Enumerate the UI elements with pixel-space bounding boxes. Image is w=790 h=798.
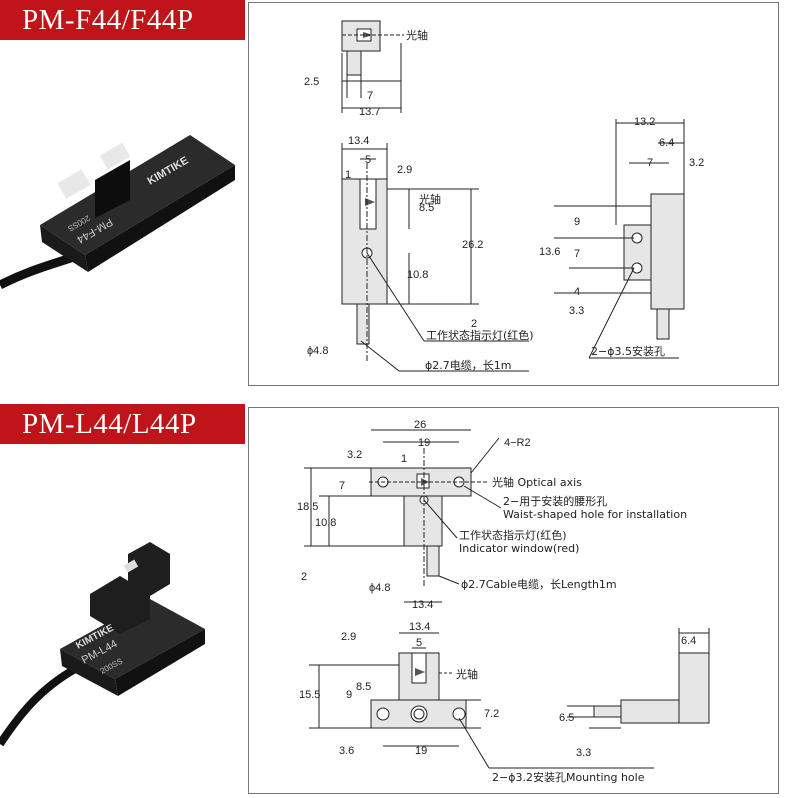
dim-3-6: 3.6 [339, 745, 354, 757]
waist-hole-en: Waist-shaped hole for installation [503, 508, 687, 521]
dim-9: 9 [574, 216, 580, 228]
waist-hole-cn: 2−用于安装的腰形孔 [503, 494, 607, 508]
mounting-holes-callout: 2−ϕ3.2安装孔Mounting hole [492, 770, 645, 784]
dim-13-4-front: 13.4 [409, 621, 430, 633]
dim-13-4-top: 13.4 [412, 599, 433, 611]
axis-label-front: 光轴 [419, 192, 441, 206]
led-callout: 工作状态指示灯(红色) [426, 328, 534, 342]
dim-7-side: 7 [647, 157, 653, 169]
dim-2: 2 [471, 318, 477, 330]
dim-19-front: 19 [415, 745, 427, 757]
led-callout-cn: 工作状态指示灯(红色) [459, 528, 567, 542]
panel-pm-f44: PM-F44/F44P KIMTIKE PM-F44 200SS 光轴 [0, 0, 790, 392]
dim-dia-top: ϕ4.8 [369, 582, 390, 594]
dim-19: 19 [418, 437, 430, 449]
dim-5-front: 5 [416, 637, 422, 649]
dim-3-2-top: 3.2 [347, 449, 362, 461]
product-photo-l44: KIMTIKE PM-L44 200SS [0, 444, 245, 789]
axis-label-front: 光轴 [456, 667, 478, 681]
dim-3-2: 3.2 [689, 157, 704, 169]
axis-label-top: 光轴 Optical axis [492, 475, 582, 489]
dim-18-5: 18.5 [297, 501, 318, 513]
r2-callout: 4−R2 [504, 437, 531, 449]
dim-2-9: 2.9 [397, 164, 412, 176]
dim-6-4-side: 6.4 [681, 635, 696, 647]
dim-dia-4-8: ϕ4.8 [307, 345, 328, 357]
dim-10-8: 10.8 [407, 269, 428, 281]
axis-label-top: 光轴 [406, 28, 428, 42]
dim-26: 26 [414, 419, 426, 431]
dim-2-5: 2.5 [304, 76, 319, 88]
dim-5: 5 [365, 154, 371, 166]
dim-2-9-front: 2.9 [341, 631, 356, 643]
dim-6-4: 6.4 [659, 137, 674, 149]
drawing-frame-f44: 光轴 2.5 7 13.7 13.4 5 1 2.9 光轴 8.5 26.2 [248, 2, 779, 386]
dim-13-6: 13.6 [539, 246, 560, 258]
panel-pm-l44: PM-L44/L44P KIMTIKE PM-L44 200SS [0, 404, 790, 798]
product-photo-f44: KIMTIKE PM-F44 200SS [0, 40, 245, 385]
model-title-banner: PM-L44/L44P [0, 404, 245, 444]
dim-1-top: 1 [401, 453, 407, 465]
dim-7-vert: 7 [574, 248, 580, 260]
dim-15-5: 15.5 [299, 689, 320, 701]
dim-1: 1 [345, 169, 351, 181]
dim-7-2: 7.2 [484, 708, 499, 720]
dim-13-4: 13.4 [348, 135, 369, 147]
model-title-banner: PM-F44/F44P [0, 0, 245, 40]
dim-10-8-top: 10.8 [315, 517, 336, 529]
drawing-frame-l44: 26 19 3.2 1 7 4−R2 光轴 Optical axis 2−用于安… [248, 407, 779, 794]
dim-3-3-side: 3.3 [576, 747, 591, 759]
dim-4: 4 [574, 286, 580, 298]
led-callout-en: Indicator window(red) [459, 542, 579, 555]
dim-7-top: 7 [339, 480, 345, 492]
dim-3-3: 3.3 [569, 305, 584, 317]
holes-callout: 2−ϕ3.5安装孔 [591, 344, 665, 358]
dim-2-top: 2 [301, 571, 307, 583]
cable-callout: ϕ2.7电缆，长1m [425, 359, 511, 372]
dim-26-2: 26.2 [462, 239, 483, 251]
dim-8-5-front: 8.5 [356, 681, 371, 693]
dim-13-2: 13.2 [634, 116, 655, 128]
dim-7: 7 [367, 90, 373, 102]
cable-callout: ϕ2.7Cable电缆，长Length1m [461, 578, 617, 591]
dim-6-5: 6.5 [559, 712, 574, 724]
dim-8-5: 8.5 [419, 202, 434, 214]
dim-9-front: 9 [346, 689, 352, 701]
dim-13-7: 13.7 [359, 106, 380, 118]
